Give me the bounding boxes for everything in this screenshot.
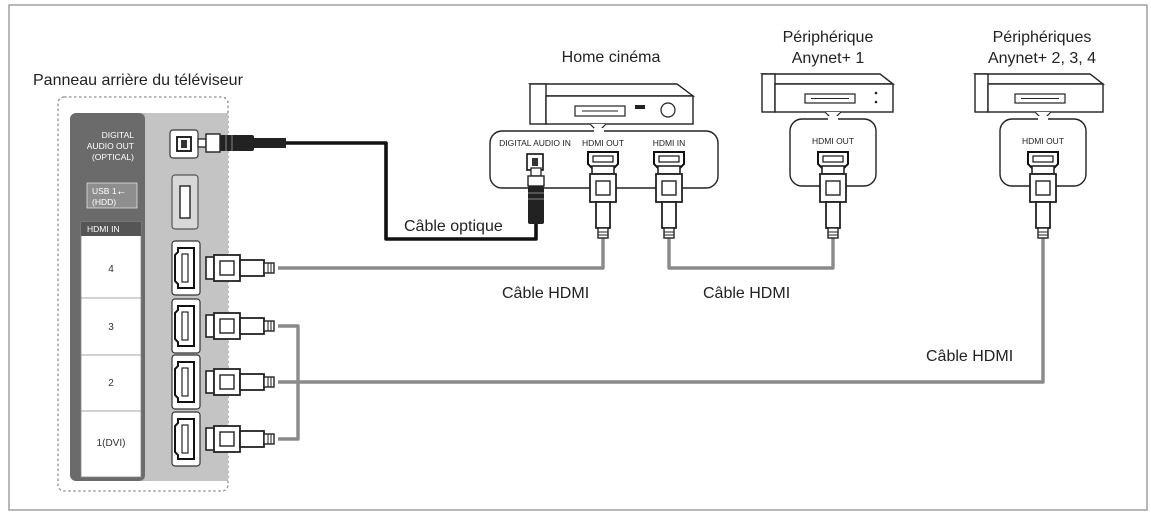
hdmi-cable-tv2-to-devices234: [278, 236, 1045, 384]
tv-hdmi-port-3: [171, 298, 201, 354]
devices234-hdmi-out-label: HDMI OUT: [1022, 136, 1064, 146]
hdmi-cable-label-3: Câble HDMI: [926, 348, 1013, 365]
anynet-devices-234: [972, 73, 1106, 187]
hdmi-cable-label-2: Câble HDMI: [703, 285, 790, 302]
device1-title-2: Anynet+ 1: [792, 50, 865, 67]
optical-plug-hometheater: [527, 167, 545, 224]
tv-hdmi-port-label-4: 4: [108, 264, 114, 275]
tv-hdmi-port-1: [171, 411, 201, 467]
tv-hdmi-port-label-3: 3: [108, 322, 114, 333]
tv-hdmi-port-label-2: 2: [108, 378, 114, 389]
tv-hdmi-port-label-1: 1(DVI): [97, 438, 126, 449]
home-cinema-title: Home cinéma: [562, 49, 661, 66]
device1-hdmi-out-label: HDMI OUT: [812, 136, 854, 146]
hdmi-cable-tv3-loop: [278, 324, 300, 441]
tv-digital-audio-label-1: DIGITAL: [102, 130, 135, 140]
devices234-title-2: Anynet+ 2, 3, 4: [988, 50, 1096, 67]
tv-panel-title: Panneau arrière du téléviseur: [33, 72, 244, 89]
hc-digital-audio-in-label: DIGITAL AUDIO IN: [499, 138, 571, 148]
device1-title-1: Périphérique: [783, 29, 874, 46]
tv-digital-audio-label-3: (OPTICAL): [92, 152, 134, 162]
tv-usb-label-1: USB 1: [92, 186, 117, 196]
home-cinema-device: [527, 83, 696, 125]
hdmi-cable-tv4-to-hometheater: [278, 236, 605, 270]
tv-hdmi-port-2: [171, 354, 201, 410]
optical-plug-tv: [197, 133, 286, 153]
hdmi-cable-hometheater-to-device1: [667, 236, 835, 270]
tv-hdmi-in-header-text: HDMI IN: [87, 224, 120, 234]
tv-hdmi-in-header: [81, 222, 141, 236]
hdmi-cable-label-1: Câble HDMI: [502, 285, 589, 302]
tv-usb-label-2: (HDD): [92, 197, 116, 207]
optical-cable: [286, 141, 538, 241]
devices234-title-1: Périphériques: [993, 29, 1092, 46]
tv-usb-badge: [86, 182, 138, 209]
usb-icon: ⭠: [118, 187, 125, 197]
hc-hdmi-out-label: HDMI OUT: [582, 138, 624, 148]
tv-digital-audio-label-2: AUDIO OUT: [87, 141, 134, 151]
hc-hdmi-in-label: HDMI IN: [653, 138, 686, 148]
tv-hdmi-port-4: [171, 240, 201, 296]
tv-panel-outline: [57, 96, 229, 492]
tv-hdmi-in-box: [80, 221, 142, 478]
optical-cable-label: Câble optique: [404, 218, 503, 235]
